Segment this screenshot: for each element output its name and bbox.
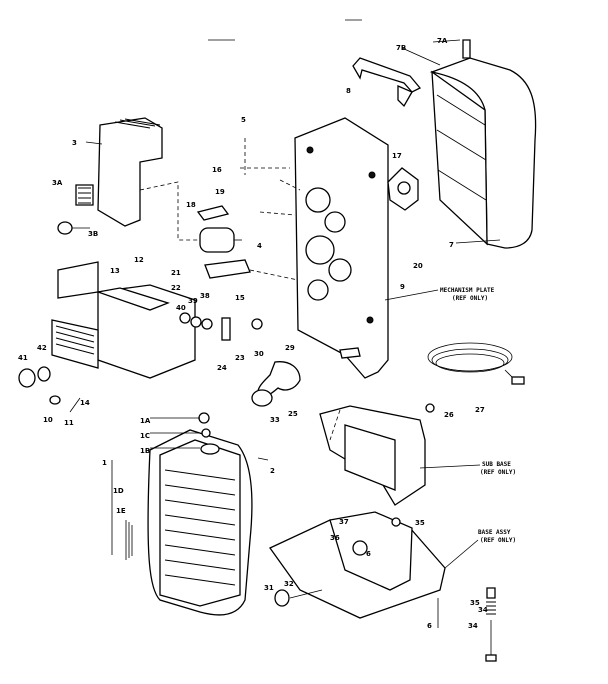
bolts <box>437 587 497 662</box>
sub-base-note-line1: SUB BASE <box>482 461 511 468</box>
callout-37: 37 <box>339 518 349 526</box>
front-grille <box>147 412 269 616</box>
callout-42: 42 <box>37 344 47 352</box>
callout-36: 36 <box>330 534 340 542</box>
callout-39: 39 <box>188 297 198 305</box>
callout-17: 17 <box>392 152 402 160</box>
callout-31: 31 <box>264 584 274 592</box>
callout-22: 22 <box>171 284 181 292</box>
callout-labels: 7A 7B 8 7 5 16 17 18 19 4 3 3A 3B 21 22 … <box>18 37 488 630</box>
sub-base <box>319 403 435 506</box>
callout-34b: 34 <box>478 606 488 614</box>
callout-6: 6 <box>366 550 371 558</box>
callout-1d: 1D <box>113 487 124 495</box>
callout-5: 5 <box>241 116 246 124</box>
callout-15: 15 <box>235 294 245 302</box>
reference-notes: MECHANISM PLATE (REF ONLY) SUB BASE (REF… <box>440 287 516 544</box>
callout-21: 21 <box>171 269 181 277</box>
callout-16: 16 <box>212 166 222 174</box>
sub-base-note-line2: (REF ONLY) <box>480 469 516 476</box>
callout-8: 8 <box>346 87 351 95</box>
base-assy-note-line2: (REF ONLY) <box>480 537 516 544</box>
callout-40: 40 <box>176 304 186 312</box>
callout-35: 35 <box>415 519 425 527</box>
base-assembly <box>269 511 446 619</box>
leader-lines <box>69 39 501 569</box>
grille-stamp-mark <box>125 520 133 560</box>
callout-24: 24 <box>217 364 227 372</box>
callout-14: 14 <box>80 399 90 407</box>
callout-1e: 1E <box>116 507 126 515</box>
electrical-box <box>51 261 263 379</box>
header-marks <box>208 19 362 41</box>
callout-35b: 35 <box>470 599 480 607</box>
motor-parts <box>196 205 251 279</box>
callout-11: 11 <box>64 419 74 427</box>
callout-4: 4 <box>257 242 262 250</box>
callout-6b: 6 <box>427 622 432 630</box>
callout-13: 13 <box>110 267 120 275</box>
handle <box>352 57 422 108</box>
knobs <box>18 366 61 405</box>
callout-30: 30 <box>254 350 264 358</box>
callout-23: 23 <box>235 354 245 362</box>
power-cord <box>427 342 525 385</box>
callout-38: 38 <box>200 292 210 300</box>
callout-18: 18 <box>186 201 196 209</box>
callout-7: 7 <box>449 241 454 249</box>
rear-cover <box>429 39 537 249</box>
callout-32: 32 <box>284 580 294 588</box>
callout-20: 20 <box>413 262 423 270</box>
callout-29: 29 <box>285 344 295 352</box>
callout-1b: 1B <box>140 447 150 455</box>
part-17 <box>387 167 419 211</box>
callout-33: 33 <box>270 416 280 424</box>
callout-1a: 1A <box>140 417 151 425</box>
callout-3a: 3A <box>52 179 63 187</box>
callout-25: 25 <box>288 410 298 418</box>
callout-19: 19 <box>215 188 225 196</box>
callout-7b: 7B <box>396 44 406 52</box>
callout-2: 2 <box>270 467 275 475</box>
motor-cover <box>57 117 163 235</box>
callout-7a: 7A <box>437 37 448 45</box>
callout-1c: 1C <box>140 432 150 440</box>
fan-blade <box>251 361 301 407</box>
callout-27: 27 <box>475 406 485 414</box>
callout-1: 1 <box>102 459 107 467</box>
mechanism-plate <box>294 117 389 379</box>
mechanism-plate-note-line2: (REF ONLY) <box>452 295 488 302</box>
callout-26: 26 <box>444 411 454 419</box>
callout-3: 3 <box>72 139 77 147</box>
callout-10: 10 <box>43 416 53 424</box>
callout-12: 12 <box>134 256 144 264</box>
callout-9: 9 <box>400 283 405 291</box>
callout-34: 34 <box>468 622 478 630</box>
base-assy-note-line1: BASE ASSY <box>478 529 511 536</box>
callout-41: 41 <box>18 354 28 362</box>
mechanism-plate-note-line1: MECHANISM PLATE <box>440 287 495 294</box>
callout-3b: 3B <box>88 230 98 238</box>
